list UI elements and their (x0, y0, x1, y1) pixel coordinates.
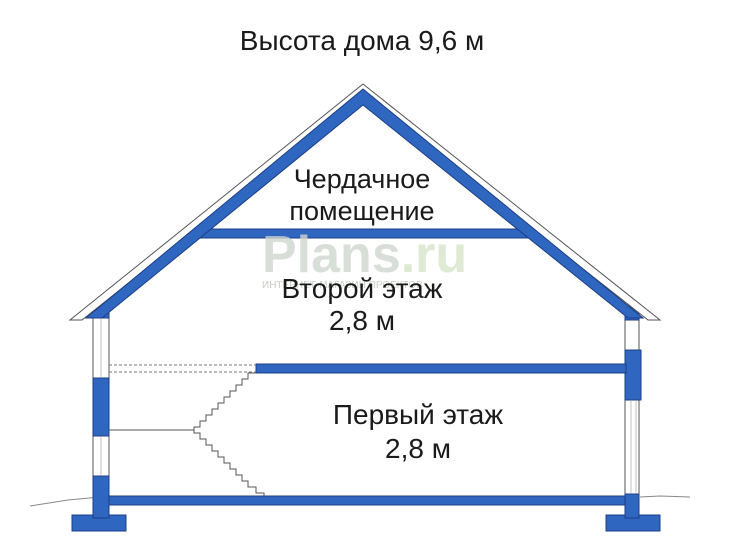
ground-floor-slab (108, 495, 626, 506)
watermark: Plans.ru ИНТЕРНЕТ-МАГАЗИН ПРОЕКТОВ (262, 226, 467, 291)
second-floor-height: 2,8 м (329, 305, 395, 336)
first-floor-label: Первый этаж (333, 399, 503, 430)
roof-rafters (84, 88, 645, 319)
diagram-title: Высота дома 9,6 м (240, 25, 484, 56)
second-floor-label: Второй этаж (282, 273, 443, 304)
ground-line (29, 496, 101, 507)
ground-line-right (639, 495, 691, 498)
second-floor-slab (255, 363, 627, 374)
attic-label-line2: помещение (289, 196, 434, 226)
watermark-tagline: ИНТЕРНЕТ-МАГАЗИН ПРОЕКТОВ (262, 280, 423, 291)
watermark-brand: Plans (262, 226, 401, 284)
first-floor-height: 2,8 м (385, 433, 451, 464)
left-wall (92, 301, 110, 519)
staircase (193, 372, 265, 496)
watermark-domain: .ru (401, 226, 467, 284)
attic-label-line1: Чердачное (294, 164, 431, 194)
svg-text:Plans.ru: Plans.ru (262, 226, 467, 284)
right-wall (624, 305, 642, 519)
